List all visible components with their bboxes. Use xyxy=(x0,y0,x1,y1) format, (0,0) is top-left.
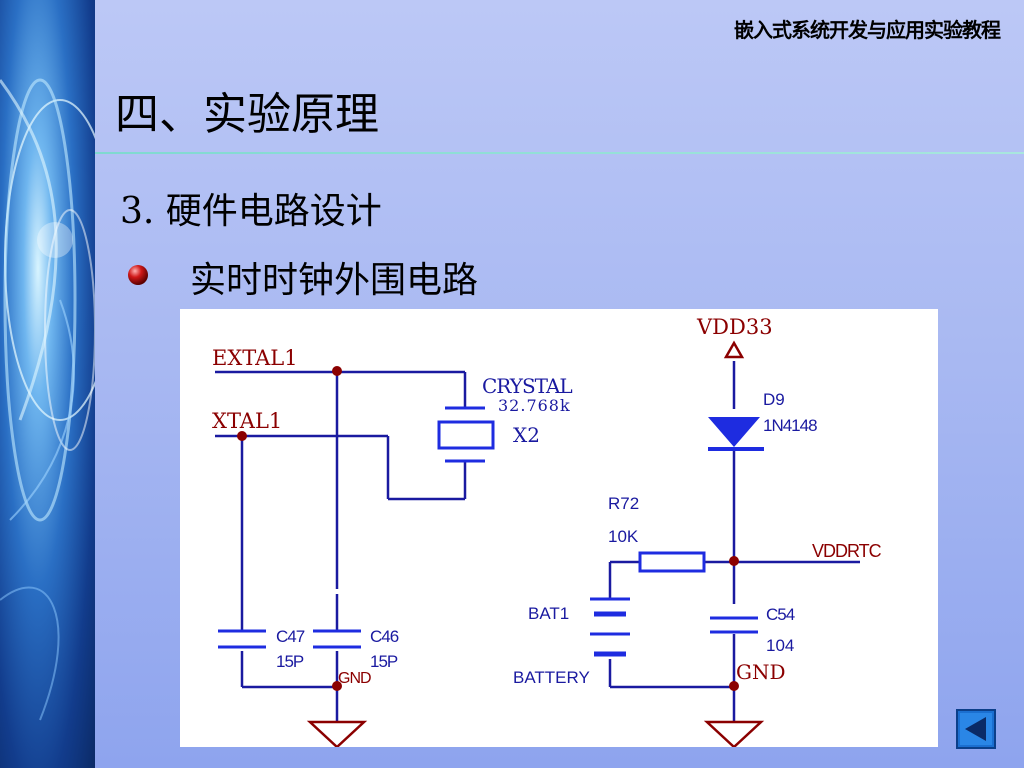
diode-d9 xyxy=(708,417,764,451)
slide-title: 四、实验原理 xyxy=(115,89,379,140)
cap-c46-value-label: 15P xyxy=(370,652,398,671)
vdd-supply-icon xyxy=(723,340,745,359)
gnd-label: GND xyxy=(338,670,371,687)
circuit-diagram: EXTAL1 XTAL1 CRYSTAL 32.768k X2 VDD33 D9… xyxy=(180,309,938,747)
resistor-r72 xyxy=(638,551,706,573)
battery-ref-label: BAT1 xyxy=(528,604,569,623)
cap-c54-value-label: 104 xyxy=(766,636,794,655)
net-label-vdd: VDD33 xyxy=(696,315,773,339)
resistor-ref-label: R72 xyxy=(608,494,639,513)
net-label-xtal: XTAL1 xyxy=(212,409,282,433)
capacitors-load xyxy=(218,594,361,649)
capacitor-c54 xyxy=(710,616,758,634)
course-title: 嵌入式系统开发与应用实验教程 xyxy=(734,18,1001,42)
bullet-icon xyxy=(128,265,148,285)
title-divider xyxy=(95,152,1024,154)
cap-c54-ref-label: C54 xyxy=(766,605,795,624)
net-label-extal: EXTAL1 xyxy=(212,346,298,370)
crystal-x2 xyxy=(437,406,495,463)
junction-nodes xyxy=(237,366,739,691)
net-label-vddrtc: VDDRTC xyxy=(812,541,882,561)
bullet-text: 实时时钟外围电路 xyxy=(190,260,479,301)
crystal-ref-label: X2 xyxy=(513,423,540,447)
triangle-left-icon[interactable] xyxy=(956,709,996,749)
diode-part-label: 1N4148 xyxy=(763,416,817,435)
ground-icon xyxy=(703,720,765,747)
resistor-value-label: 10K xyxy=(608,527,639,546)
crystal-value-label: 32.768k xyxy=(498,396,571,415)
gnd-label: GND xyxy=(736,660,786,684)
battery-bat1 xyxy=(590,597,630,657)
battery-type-label: BATTERY xyxy=(513,668,590,687)
cap-c47-value-label: 15P xyxy=(276,652,304,671)
decorative-light-panel xyxy=(0,0,95,768)
crystal-type-label: CRYSTAL xyxy=(482,374,572,398)
section-heading: 3. 硬件电路设计 xyxy=(120,191,382,232)
ground-icon xyxy=(306,720,368,747)
cap-c46-ref-label: C46 xyxy=(370,627,399,646)
cap-c47-ref-label: C47 xyxy=(276,627,305,646)
diode-ref-label: D9 xyxy=(763,390,785,409)
